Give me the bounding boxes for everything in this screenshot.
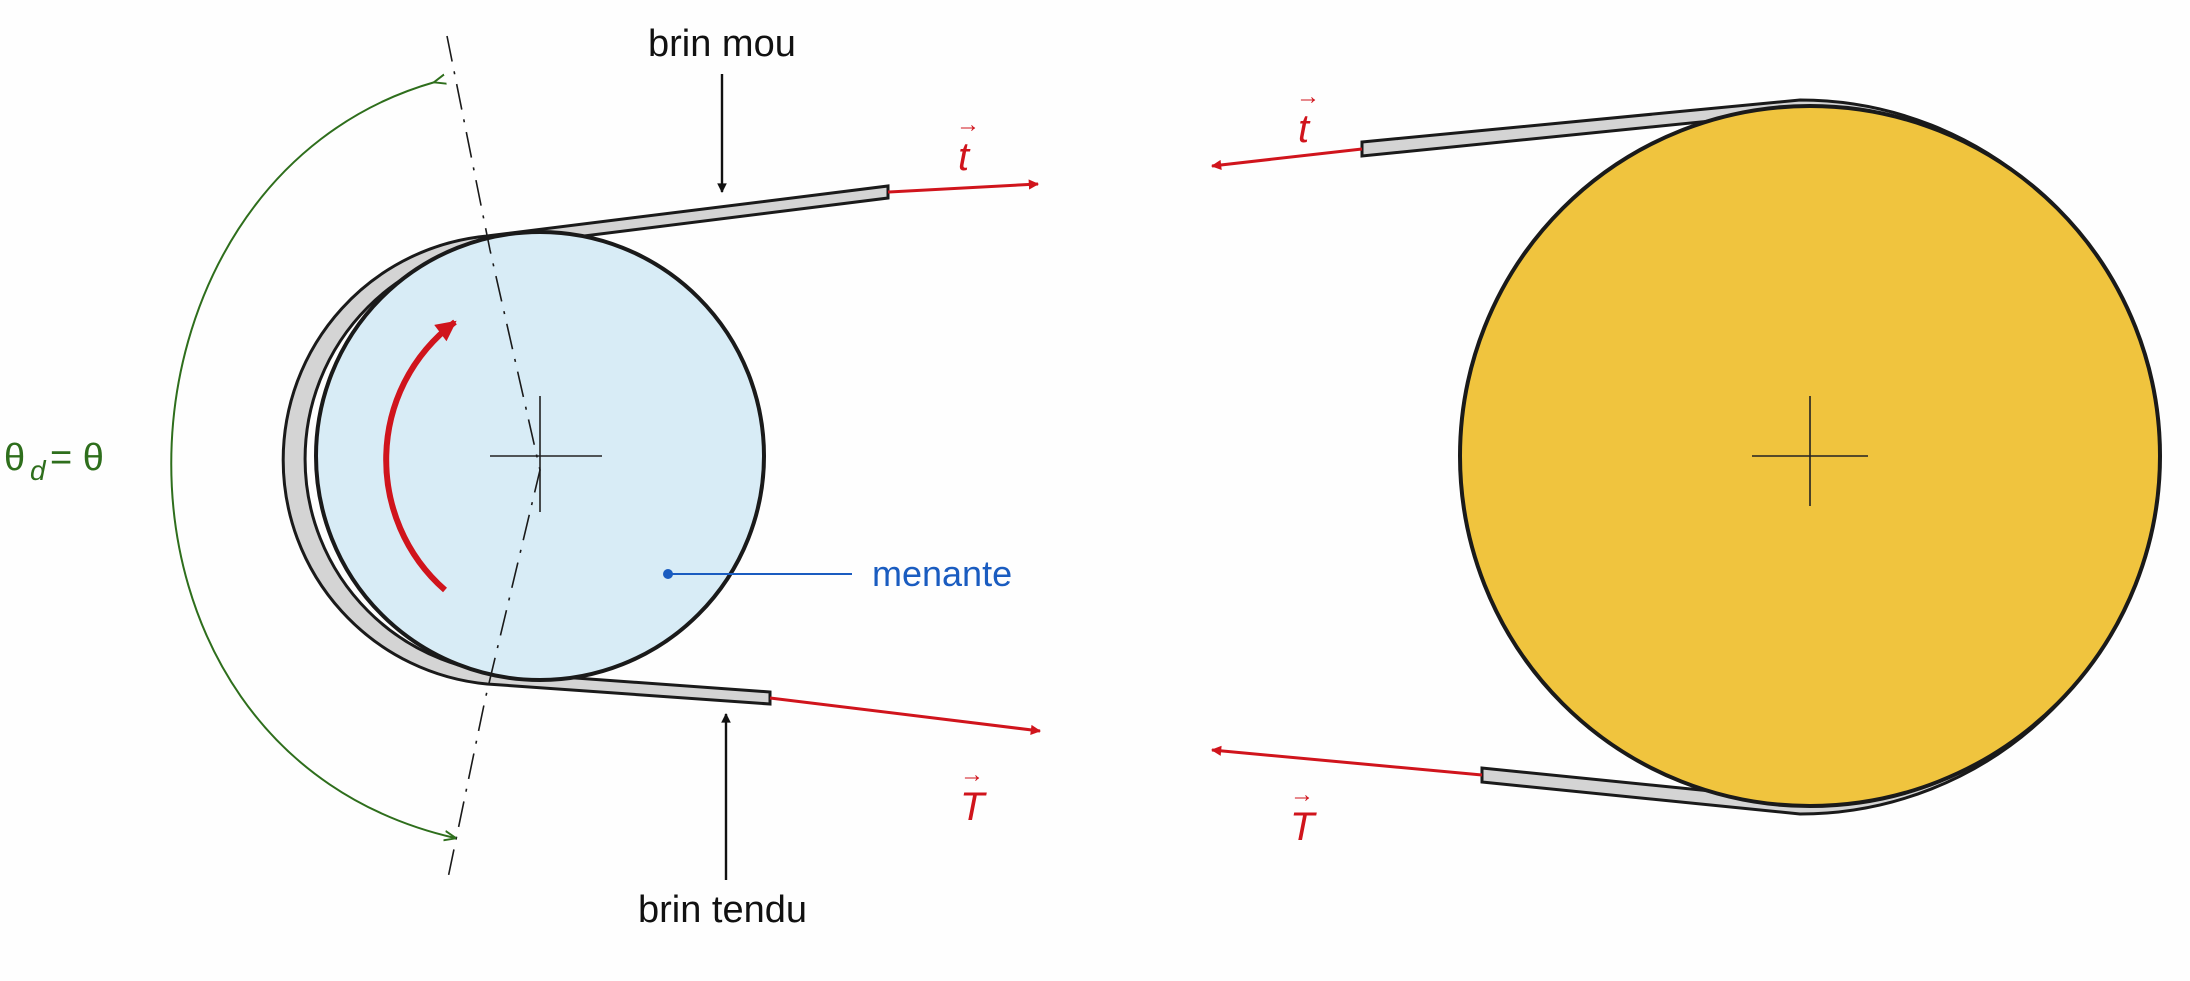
force-T-left-arrow — [769, 696, 1042, 735]
wrap-angle-arc — [170, 82, 455, 838]
force-t-right-arrow — [1210, 147, 1363, 171]
vector-arrow-glyph: → — [1290, 781, 1314, 808]
force-label-T-left: → T — [960, 761, 987, 829]
force-label-t-right: → t — [1296, 83, 1320, 151]
theta-subscript: d — [30, 455, 47, 486]
force-t-left-arrow — [887, 179, 1040, 194]
force-t-right-label: t — [1298, 107, 1311, 151]
theta-symbol: θ — [4, 437, 25, 479]
force-T-left-text: T — [960, 785, 987, 829]
force-t-left-label: t — [958, 135, 971, 179]
force-label-t-left: → t — [956, 111, 980, 179]
theta-label: θ d = θ — [4, 437, 104, 486]
crosshair-icon — [1752, 396, 1868, 506]
driving-pulley — [281, 184, 890, 706]
brin-mou-label: brin mou — [648, 23, 796, 65]
brin-tendu-label: brin tendu — [638, 889, 807, 931]
driven-pulley — [1360, 98, 2162, 816]
vector-arrow-glyph: → — [1296, 83, 1320, 110]
vector-arrow-glyph: → — [956, 111, 980, 138]
crosshair-icon — [490, 396, 602, 512]
menante-dot — [663, 569, 673, 579]
rotation-arrow-icon — [383, 319, 457, 593]
vector-arrow-glyph: → — [960, 761, 984, 788]
theta-equals: = θ — [50, 437, 104, 479]
force-T-right-arrow — [1210, 745, 1483, 777]
wrap-limit-line — [446, 35, 541, 879]
force-T-right-text: T — [1290, 805, 1317, 849]
force-label-T-right: → T — [1290, 781, 1317, 849]
menante-label: menante — [872, 553, 1012, 594]
